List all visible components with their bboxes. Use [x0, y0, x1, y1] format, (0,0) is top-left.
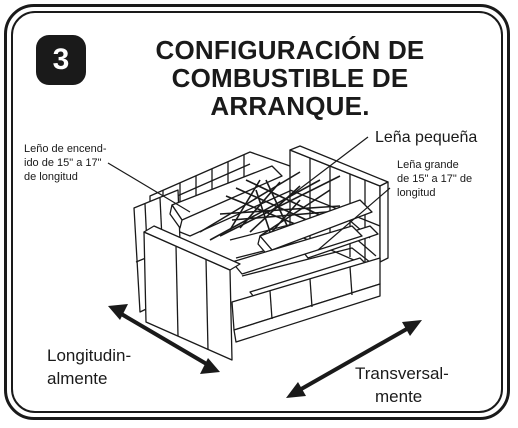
crosswise-label-line-1: Transversal- — [355, 364, 449, 383]
large-firewood-label-line-3: longitud — [397, 187, 436, 199]
crosswise-label-line-2: mente — [375, 387, 423, 406]
step-number-badge: 3 — [36, 35, 86, 85]
label-leader-lines — [107, 136, 391, 251]
kindling-log-label-line-2: ido de 15" a 17" — [24, 157, 102, 169]
crosswise-arrow — [286, 320, 422, 398]
large-firewood-label: Leña grande de 15" a 17" de longitud — [397, 158, 472, 200]
page-title: CONFIGURACIÓN DE COMBUSTIBLE DE ARRANQUE… — [120, 36, 460, 120]
kindling-log-label-line-3: de longitud — [24, 171, 78, 183]
large-firewood-label-line-1: Leña grande — [397, 159, 459, 171]
front-andirons — [143, 225, 241, 361]
kindling-log-label: Leño de encend- ido de 15" a 17" de long… — [24, 142, 107, 184]
lengthwise-label: Longitudin- almente — [47, 344, 131, 390]
outer-border — [4, 4, 510, 420]
title-line-1: CONFIGURACIÓN DE — [155, 35, 425, 65]
lengthwise-label-line-2: almente — [47, 369, 108, 388]
title-line-3: ARRANQUE. — [210, 91, 370, 121]
large-firewood-label-line-2: de 15" a 17" de — [397, 173, 473, 185]
crosswise-label: Transversal- mente — [355, 362, 449, 408]
small-firewood-label: Leña pequeña — [375, 128, 477, 148]
firebox-base — [231, 257, 381, 343]
inner-border — [11, 11, 503, 413]
kindling-log-label-line-1: Leño de encend- — [24, 143, 107, 155]
lengthwise-label-line-1: Longitudin- — [47, 346, 132, 365]
kindling-log-left — [169, 165, 283, 229]
lengthwise-arrow — [108, 304, 220, 374]
small-firewood-label-line-1: Leña pequeña — [375, 129, 478, 146]
title-line-2: COMBUSTIBLE DE — [171, 63, 409, 93]
